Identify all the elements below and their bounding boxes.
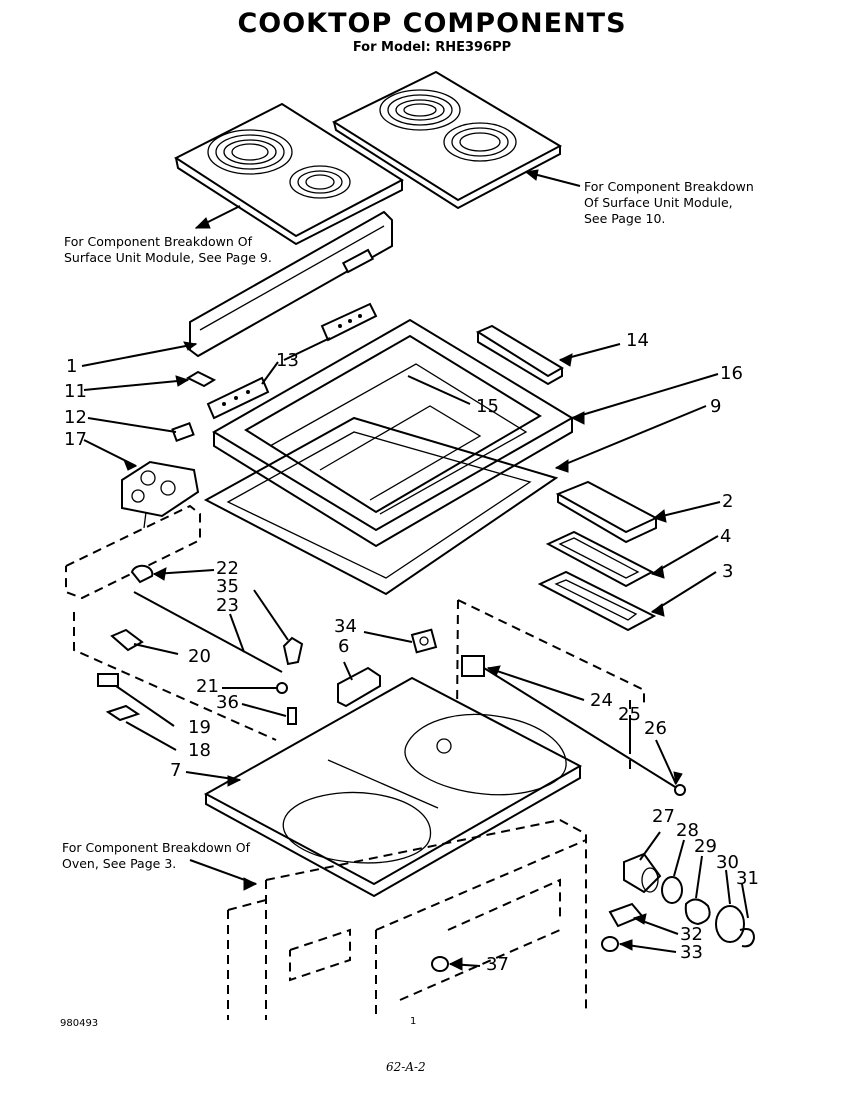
callout-6: 6 (338, 636, 350, 657)
handwritten-note: 62-A-2 (386, 1060, 426, 1074)
callout-23: 23 (216, 595, 239, 616)
part-34-grommet (412, 630, 436, 653)
callout-29: 29 (694, 836, 717, 857)
callout-2: 2 (722, 491, 734, 512)
callout-16: 16 (720, 363, 743, 384)
callout-11: 11 (64, 381, 87, 402)
callout-24: 24 (590, 690, 613, 711)
part-9-gasket (206, 418, 556, 594)
page-title: COOKTOP COMPONENTS (237, 8, 627, 39)
callout-28: 28 (676, 820, 699, 841)
note-left-module: For Component Breakdown Of Surface Unit … (64, 234, 272, 265)
part-12-bracket (172, 423, 193, 440)
model-subtitle: For Model: RHE396PP (352, 40, 512, 55)
callout-21: 21 (196, 676, 219, 697)
part-32-bracket (610, 904, 642, 926)
callout-18: 18 (188, 740, 211, 761)
part-37-plug (432, 957, 448, 971)
callout-32: 32 (680, 924, 703, 945)
callout-37: 37 (486, 954, 509, 975)
part-3-bezel (540, 572, 654, 630)
part-31-wire-clip (740, 929, 754, 946)
callout-36: 36 (216, 692, 239, 713)
footer-code: 980493 (60, 1018, 99, 1029)
part-7-cooktop-base (206, 678, 580, 896)
callout-33: 33 (680, 942, 703, 963)
callout-arrowheads (124, 170, 682, 970)
part-4-tray (548, 532, 652, 586)
callout-20: 20 (188, 646, 211, 667)
part-1-support-rail (190, 212, 392, 356)
part-30-lamp-cover (716, 906, 744, 942)
part-28-ring (662, 877, 682, 903)
callout-9: 9 (710, 396, 722, 417)
part-19-switch (98, 674, 118, 686)
callout-1: 1 (66, 356, 78, 377)
callout-leaders (82, 172, 748, 966)
callout-13: 13 (276, 350, 299, 371)
callout-3: 3 (722, 561, 734, 582)
callout-22: 22 (216, 558, 239, 579)
callout-34: 34 (334, 616, 357, 637)
callout-4: 4 (720, 526, 732, 547)
surface-unit-module-right (334, 72, 560, 208)
part-11-clip (188, 372, 214, 386)
part-23-rod (134, 592, 282, 672)
part-24-receptacle (462, 656, 680, 790)
callout-25: 25 (618, 704, 641, 725)
part-35-bracket (284, 638, 302, 664)
part-13-terminal-blocks (208, 304, 376, 418)
callout-19: 19 (188, 717, 211, 738)
callout-14: 14 (626, 330, 649, 351)
part-27-lamp-socket (624, 854, 660, 892)
part-6-bracket (338, 668, 380, 706)
note-oven: For Component Breakdown Of Oven, See Pag… (62, 840, 251, 871)
note-right-module: For Component Breakdown Of Surface Unit … (584, 179, 754, 226)
callout-7: 7 (170, 760, 182, 781)
part-33-knob (602, 937, 618, 951)
part-17-switch-assembly (122, 462, 198, 528)
part-18-clip (108, 706, 138, 720)
callout-26: 26 (644, 718, 667, 739)
surface-unit-module-left (176, 104, 402, 244)
part-29-bulb (686, 899, 710, 924)
parts-21-36-fasteners (277, 683, 296, 724)
part-20-plate (112, 630, 142, 650)
callout-17: 17 (64, 429, 87, 450)
callout-30: 30 (716, 852, 739, 873)
callout-27: 27 (652, 806, 675, 827)
callout-31: 31 (736, 868, 759, 889)
footer-page-mark: 1 (410, 1016, 417, 1027)
callout-35: 35 (216, 576, 239, 597)
part-26-end-cap (675, 785, 685, 795)
callout-12: 12 (64, 407, 87, 428)
callout-15: 15 (476, 396, 499, 417)
part-22-bracket (132, 566, 152, 582)
part-14-strip (478, 326, 562, 384)
